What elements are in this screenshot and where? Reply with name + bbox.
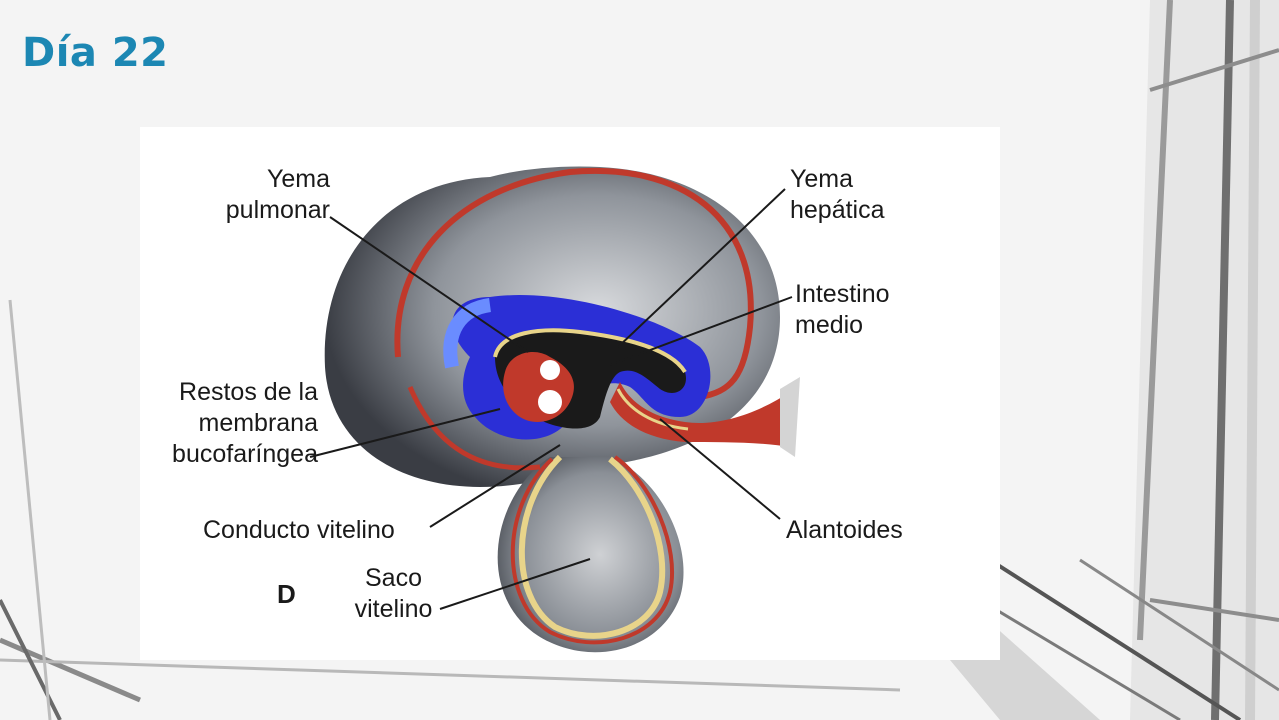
cavity-2 <box>538 390 562 414</box>
label-conducto-vitelino: Conducto vitelino <box>203 516 395 544</box>
stalk-lining <box>616 388 689 431</box>
leader-restos-membrana <box>309 408 501 458</box>
panel-letter: D <box>277 579 296 609</box>
leader-yema-pulmonar <box>329 216 529 353</box>
yolk-sac-red-outline <box>510 455 675 645</box>
label-alantoides: Alantoides <box>786 516 903 544</box>
leader-conducto-vitelino <box>429 444 561 528</box>
yolk-sac-lining <box>518 454 666 639</box>
embryo-diagram: Yema pulmonar Yema hepática Intestino me… <box>140 127 1000 660</box>
endoderm-light <box>443 298 492 369</box>
allantois <box>610 382 790 447</box>
leader-intestino-medio <box>609 296 793 366</box>
label-saco-vitelino: Saco vitelino <box>354 564 433 623</box>
cavity-1 <box>540 360 560 380</box>
label-intestino-medio: Intestino medio <box>795 280 890 339</box>
yolk-sac <box>497 457 684 653</box>
slide-title: Día 22 <box>22 30 169 76</box>
leader-saco-vitelino <box>439 558 591 610</box>
embryo-illustration <box>309 166 800 653</box>
stalk-tip <box>780 377 800 457</box>
label-yema-pulmonar: Yema pulmonar <box>225 165 330 224</box>
leader-alantoides <box>659 418 781 520</box>
label-restos-membrana: Restos de la membrana bucofaríngea <box>172 378 318 468</box>
leader-yema-hepatica <box>617 188 786 348</box>
label-yema-hepatica: Yema hepática <box>790 165 885 224</box>
amnion-line <box>394 167 754 400</box>
